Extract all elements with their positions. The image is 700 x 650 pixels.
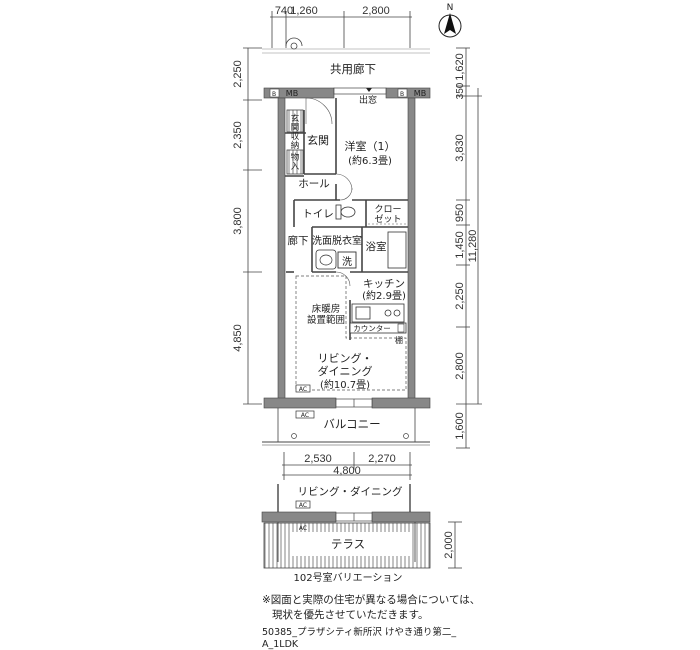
- dim-right-1: 1,620: [454, 53, 466, 81]
- kitchen-size: (約2.9畳): [362, 289, 406, 302]
- variation-plan: [261, 484, 431, 569]
- kitchen-label: キッチン: [363, 278, 405, 290]
- property-code-line-1: 50385_プラザシティ新所沢 けやき通り第二_: [262, 627, 457, 638]
- monoire-label-2: 入: [291, 162, 300, 172]
- mb-left-box: [269, 88, 280, 98]
- bath-label: 浴室: [366, 240, 387, 253]
- top-dimensions: [270, 11, 412, 48]
- counter-label: カウンター: [353, 324, 391, 333]
- washroom-label: 洗面脱衣室: [312, 234, 362, 247]
- living-label-1: リビング・: [318, 351, 373, 365]
- sink-icon: [315, 249, 337, 270]
- living-size: (約10.7畳): [320, 378, 370, 391]
- terrace-label: テラス: [331, 537, 365, 551]
- bottom-dimensions: [282, 452, 412, 480]
- dim-top-3: 2,800: [362, 5, 390, 17]
- storage-label-4: 納: [291, 140, 300, 151]
- storage-label-3: 収: [291, 131, 300, 142]
- interior-walls: [285, 98, 408, 340]
- north-arrow-icon: [438, 13, 462, 38]
- dim-right-2: 350: [455, 82, 466, 99]
- hallway-label: 廊下: [288, 234, 309, 247]
- svg-text:B: B: [400, 91, 404, 98]
- entrance-window-label: 出窓: [359, 94, 377, 106]
- dim-left-3: 3,800: [232, 207, 244, 235]
- genkan-label: 玄関: [307, 133, 329, 147]
- western-room-label: 洋室（1）: [345, 139, 396, 153]
- exterior-walls: [263, 87, 431, 409]
- variation-dimension: [448, 521, 462, 569]
- svg-text:AC: AC: [299, 525, 307, 532]
- dim-bottom-1: 2,530: [304, 453, 332, 465]
- dim-right-6: 2,250: [454, 282, 466, 310]
- kitchen-counter: [351, 303, 405, 323]
- dim-left-1: 2,250: [232, 60, 244, 88]
- closet-label-2: ゼット: [374, 213, 401, 225]
- dim-right-7: 2,800: [454, 352, 466, 380]
- western-room-size: (約6.3畳): [348, 154, 392, 167]
- disclaimer-line-2: 現状を優先させていただきます。: [272, 609, 429, 621]
- mb-right-label: MB: [414, 89, 426, 98]
- shelf-label: 棚: [395, 335, 403, 345]
- hall-label: ホール: [298, 178, 330, 190]
- left-dimensions: [243, 47, 262, 405]
- closet-label-1: クロー: [374, 204, 401, 215]
- storage-label-1: 玄: [291, 113, 300, 124]
- door-swings: [305, 97, 353, 287]
- toilet-fixture: [335, 204, 356, 220]
- north-label: N: [447, 3, 454, 13]
- counter-box: [349, 322, 407, 334]
- floor-heating-area: [295, 275, 407, 391]
- balcony-window: [335, 398, 373, 408]
- storage-closet: [286, 149, 304, 175]
- floor-heating-label-1: 床暖房: [312, 303, 341, 315]
- ac-unit-living: [295, 384, 311, 393]
- ac-outdoor-label: AC: [301, 412, 309, 419]
- property-code-line-2: A_1LDK: [262, 639, 299, 650]
- shared-corridor: [262, 37, 430, 54]
- corridor-label: 共用廊下: [330, 62, 376, 76]
- mb-left-label: MB: [286, 89, 298, 98]
- mb-right-box: [397, 88, 408, 98]
- dim-right-4: 950: [454, 204, 466, 222]
- entrance-window: [333, 87, 387, 95]
- right-dimensions: [456, 47, 482, 449]
- washer-label: 洗: [342, 256, 352, 268]
- monoire-label-1: 物: [291, 152, 300, 163]
- balcony: [262, 408, 430, 446]
- disclaimer-line-1: ※図面と実際の住宅が異なる場合については、: [262, 594, 481, 606]
- floor-heating-label-2: 設置範囲: [307, 314, 345, 326]
- dim-bottom-total: 4,800: [333, 465, 361, 477]
- dim-right-total: 11,280: [467, 230, 479, 263]
- variation-caption: 102号室バリエーション: [294, 571, 403, 584]
- dim-left-4: 4,850: [232, 324, 244, 352]
- dim-right-8: 1,600: [454, 412, 466, 440]
- toilet-label: トイレ: [302, 208, 334, 220]
- dim-right-5: 1,450: [454, 231, 466, 259]
- balcony-label: バルコニー: [323, 417, 380, 431]
- living-label-2: ダイニング: [318, 364, 373, 378]
- dim-left-2: 2,350: [232, 121, 244, 149]
- dim-top-2: 1,260: [290, 5, 318, 17]
- dim-right-3: 3,830: [454, 134, 466, 162]
- svg-text:B: B: [272, 91, 276, 98]
- bathtub: [387, 231, 407, 269]
- washer-icon: [337, 251, 357, 269]
- dim-bottom-2: 2,270: [368, 453, 396, 465]
- storage-label-2: 関: [291, 123, 300, 133]
- variation-living-label: リビング・ダイニング: [298, 485, 403, 498]
- entry-storage: [286, 109, 304, 133]
- dim-top-1: 740: [275, 5, 293, 17]
- variation-dim: 2,000: [443, 531, 455, 559]
- svg-text:AC: AC: [299, 386, 307, 393]
- svg-text:AC: AC: [299, 502, 307, 509]
